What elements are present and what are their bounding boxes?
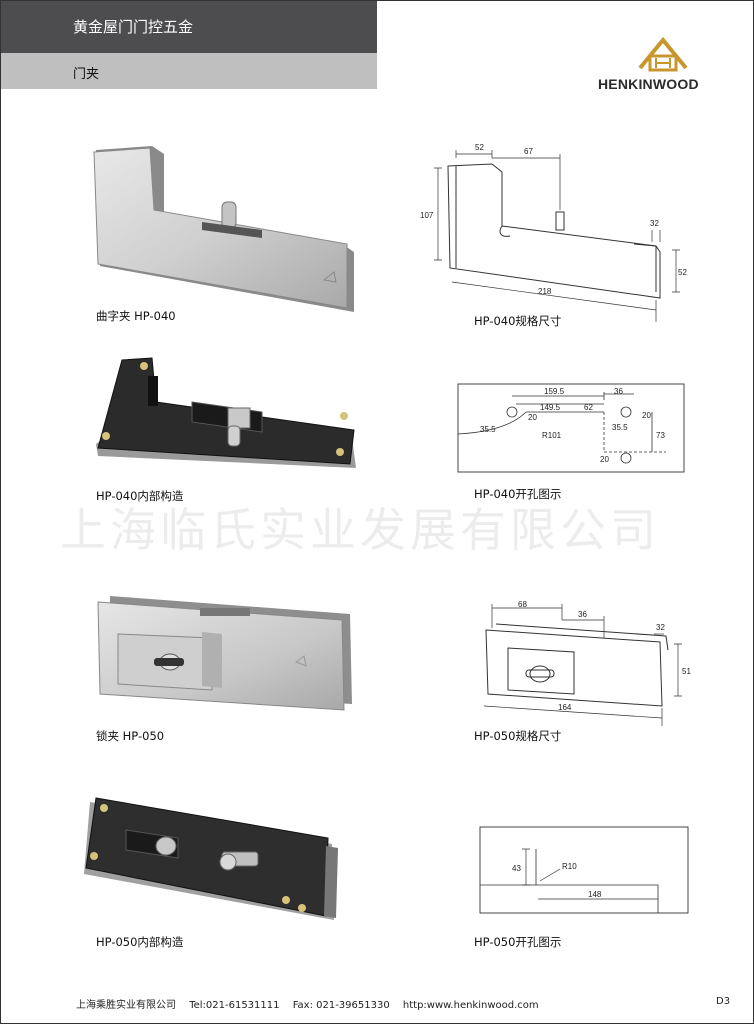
caption-hp040: 曲字夹 HP-040 <box>96 309 176 323</box>
hp040-product-photo <box>93 146 354 312</box>
dim-32-050: 32 <box>656 623 665 632</box>
header-category-bar: 门夹 <box>1 53 377 89</box>
dim-73: 73 <box>656 431 665 440</box>
dim-36: 36 <box>614 387 623 396</box>
hp050-product-photo <box>97 596 352 711</box>
footer-fax: Fax: 021-39651330 <box>292 1000 390 1011</box>
dim-35-5-left: 35.5 <box>480 425 496 434</box>
dim-218: 218 <box>538 287 552 296</box>
dim-164: 164 <box>558 703 572 712</box>
hp050-hole-drawing: 43 R10 148 <box>479 826 689 914</box>
footer-company: 上海乘胜实业有限公司 <box>76 1000 176 1011</box>
page-number: D3 <box>716 996 731 1007</box>
caption-hp050-hole: HP-050开孔图示 <box>474 935 562 949</box>
hp050-spec-drawing: 68 36 32 51 164 <box>483 600 691 726</box>
dim-20-left: 20 <box>528 413 537 422</box>
caption-hp040-hole: HP-040开孔图示 <box>474 487 562 501</box>
dim-20-right: 20 <box>642 411 651 420</box>
dim-159-5: 159.5 <box>544 387 565 396</box>
dim-43: 43 <box>512 864 521 873</box>
dim-149-5: 149.5 <box>540 403 561 412</box>
dim-51: 51 <box>682 667 691 676</box>
dim-52-top: 52 <box>475 143 484 152</box>
hp040-spec-drawing: 52 67 107 32 52 218 <box>420 143 687 322</box>
caption-hp050-internal: HP-050内部构造 <box>96 935 184 949</box>
caption-hp050-spec: HP-050规格尺寸 <box>474 729 562 743</box>
hp040-hole-drawing: 159.5 36 149.5 62 20 20 35.5 R101 35.5 7… <box>457 383 685 473</box>
header-title: 黄金屋门门控五金 <box>73 18 194 36</box>
header-category: 门夹 <box>73 67 100 82</box>
dim-r101: R101 <box>542 431 562 440</box>
dim-32: 32 <box>650 219 659 228</box>
header-title-bar: 黄金屋门门控五金 <box>1 1 377 53</box>
footer: 上海乘胜实业有限公司 Tel:021-61531111 Fax: 021-396… <box>76 996 549 1011</box>
dim-35-5-right: 35.5 <box>612 423 628 432</box>
hp040-internal-photo <box>96 357 356 468</box>
dim-r10: R10 <box>562 862 577 871</box>
dim-62: 62 <box>584 403 593 412</box>
hp050-internal-photo <box>84 797 338 920</box>
footer-web: http:www.henkinwood.com <box>402 1000 539 1011</box>
dim-148: 148 <box>588 890 602 899</box>
logo-brand-text: HENKINWOOD <box>598 76 699 92</box>
house-logo-icon <box>638 36 688 72</box>
caption-hp040-spec: HP-040规格尺寸 <box>474 314 562 328</box>
company-watermark: 上海临氏实业发展有限公司 <box>60 503 660 557</box>
dim-67: 67 <box>524 147 533 156</box>
dim-68: 68 <box>518 600 527 609</box>
henkinwood-logo: HENKINWOOD <box>598 34 728 94</box>
dim-52-right: 52 <box>678 268 687 277</box>
caption-hp040-internal: HP-040内部构造 <box>96 489 184 503</box>
dim-107: 107 <box>420 211 434 220</box>
footer-tel: Tel:021-61531111 <box>189 1000 280 1011</box>
dim-20-bottom: 20 <box>600 455 609 464</box>
caption-hp050: 锁夹 HP-050 <box>96 729 165 743</box>
dim-36-050: 36 <box>578 610 587 619</box>
